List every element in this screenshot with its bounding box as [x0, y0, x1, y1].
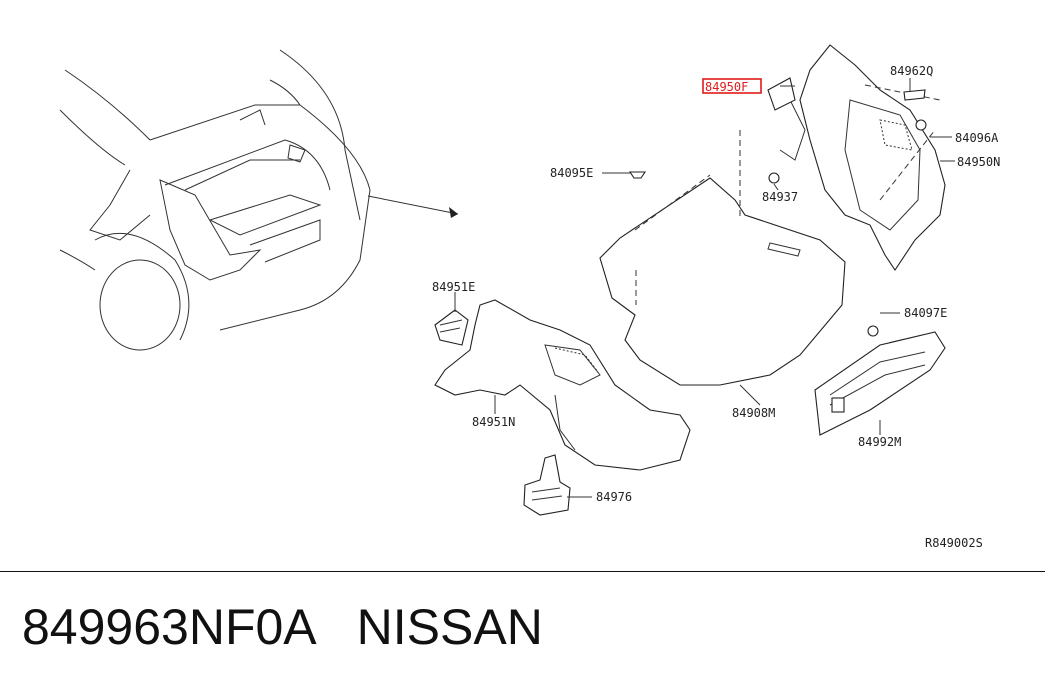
label-84097e[interactable]: 84097E: [904, 306, 947, 320]
clip-84095e: [628, 171, 647, 179]
label-84951e[interactable]: 84951E: [432, 280, 475, 294]
label-84950f[interactable]: 84950F: [705, 80, 748, 94]
floor-trim-84908m: [599, 130, 846, 386]
rear-panel-84992m: [814, 325, 946, 436]
divider: [0, 571, 1045, 572]
car-rear-illustration: [59, 49, 459, 351]
label-84095e[interactable]: 84095E: [550, 166, 593, 180]
part-number: 849963NF0A: [22, 599, 317, 655]
label-84096a[interactable]: 84096A: [955, 131, 999, 145]
label-84962q[interactable]: 84962Q: [890, 64, 933, 78]
hook-84976: [523, 454, 571, 516]
label-84908m[interactable]: 84908M: [732, 406, 775, 420]
label-84992m[interactable]: 84992M: [858, 435, 901, 449]
label-84951n[interactable]: 84951N: [472, 415, 515, 429]
reference-code: R849002S: [925, 536, 983, 550]
footer-caption: 849963NF0A NISSAN: [22, 598, 583, 656]
parts-diagram: 84950F 84962Q 84096A 84950N 84095E 84937…: [59, 44, 1000, 550]
label-84976[interactable]: 84976: [596, 490, 632, 504]
side-trim-84951n: [434, 299, 691, 471]
label-84950n[interactable]: 84950N: [957, 155, 1000, 169]
side-trim-84950n: [767, 44, 946, 271]
brand-name: NISSAN: [356, 599, 543, 655]
highlight-box: [702, 78, 762, 94]
label-84937[interactable]: 84937: [762, 190, 798, 204]
leader-lines: [454, 78, 955, 498]
